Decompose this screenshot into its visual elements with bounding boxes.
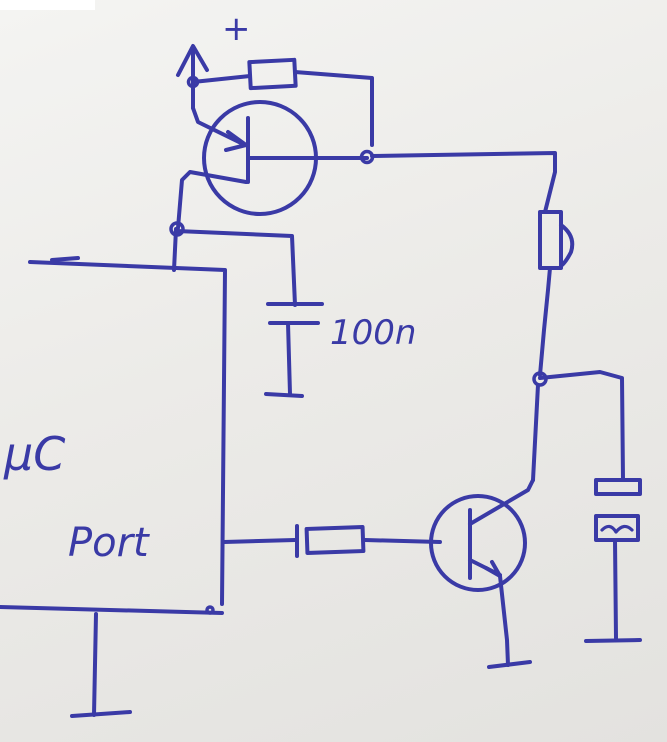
port-label: Port (68, 520, 150, 566)
inductor-coil (538, 210, 575, 377)
resistor-top (191, 57, 374, 147)
supply-label: + (222, 9, 251, 49)
wire-top-right (370, 151, 557, 214)
capacitor-100n (175, 229, 324, 398)
paper-edge (0, 0, 95, 10)
mcu-label: µC (3, 427, 65, 481)
supply-arrow (176, 44, 209, 110)
transistor-bottom (429, 383, 540, 669)
resistor-base (222, 524, 442, 558)
capacitor-label: 100n (330, 313, 416, 353)
transistor-top (176, 100, 369, 230)
piezo-buzzer (538, 370, 642, 643)
ground-mcu (70, 612, 132, 718)
mcu-box (0, 227, 227, 615)
